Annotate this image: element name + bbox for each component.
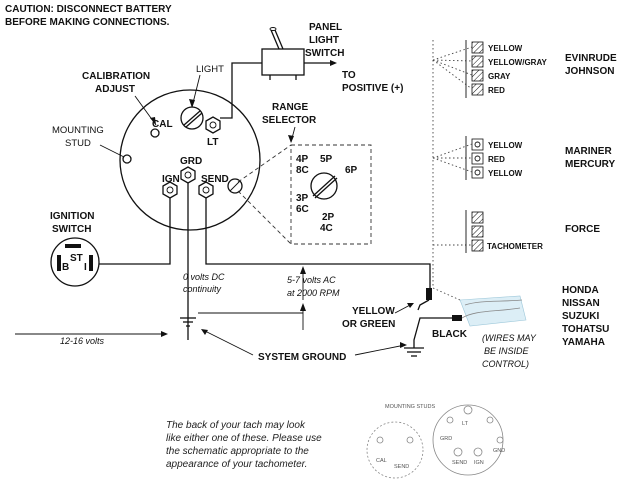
caution-line-2: BEFORE MAKING CONNECTIONS. [5, 17, 170, 28]
cal-stud-icon [150, 128, 160, 138]
thumb-left-send: SEND [394, 464, 409, 470]
wire-g1-1: YELLOW [488, 44, 523, 53]
panel-switch-label: SWITCH [305, 48, 344, 59]
light-label: LIGHT [196, 64, 224, 75]
range-6p: 6P [345, 165, 358, 176]
mariner-mercury-connectors [432, 136, 484, 180]
calibration-pot-icon [180, 106, 204, 130]
brand-mariner: MARINER [565, 146, 612, 157]
grd-terminal-icon [180, 166, 196, 184]
range-4c: 4C [320, 223, 333, 234]
wires-note-2: BE INSIDE [484, 346, 530, 356]
stud-label: STUD [65, 138, 91, 149]
thumb-mounting-studs: MOUNTING STUDS [385, 404, 435, 410]
brand-honda: HONDA [562, 285, 599, 296]
selector-label: SELECTOR [262, 115, 317, 126]
zero-volts-label: 0 volts DC [183, 272, 225, 282]
force-connectors [433, 210, 484, 253]
engine-harness-sketch-icon [459, 295, 527, 327]
evinrude-johnson-connectors [432, 40, 484, 98]
thumb-left-cal: CAL [376, 458, 387, 464]
wires-note-3: CONTROL) [482, 359, 529, 369]
mounting-stud-left-icon [122, 154, 132, 164]
lt-terminal-icon [205, 116, 221, 134]
ignition-switch-label: SWITCH [52, 224, 91, 235]
range-4p: 4P [296, 154, 309, 165]
panel-label: PANEL [309, 22, 342, 33]
black-connector-icon [452, 315, 462, 321]
thumb-right-send: SEND [452, 460, 467, 466]
ignition-label: IGNITION [50, 211, 94, 222]
brand-yamaha: YAMAHA [562, 337, 605, 348]
cal-label: CAL [152, 119, 173, 130]
footer-note-3: the schematic appropriate to the [166, 446, 309, 457]
brand-nissan: NISSAN [562, 298, 600, 309]
send-label: SEND [201, 174, 229, 185]
thumb-right-gnd: GND [493, 448, 505, 454]
ac-volts-label: 5-7 volts AC [287, 275, 336, 285]
rpm-label: at 2000 RPM [287, 288, 340, 298]
brand-mercury: MERCURY [565, 159, 616, 170]
wire-g1-2: YELLOW/GRAY [488, 58, 547, 67]
to-label: TO [342, 70, 356, 81]
range-2p: 2P [322, 212, 335, 223]
panel-light-label: LIGHT [309, 35, 339, 46]
twelve-volts-label: 12-16 volts [60, 336, 105, 346]
positive-label: POSITIVE (+) [342, 83, 403, 94]
range-6c: 6C [296, 204, 309, 215]
footer-note-1: The back of your tach may look [166, 420, 306, 431]
ground-symbol-icon [180, 317, 196, 327]
yellow-label: YELLOW [352, 306, 395, 317]
lt-label: LT [207, 137, 218, 148]
caution-line-1: CAUTION: DISCONNECT BATTERY [5, 4, 172, 15]
wires-note-1: (WIRES MAY [482, 333, 537, 343]
wire-g1-4: RED [488, 86, 505, 95]
thumb-right-ign: IGN [474, 460, 484, 466]
panel-light-switch-icon [261, 27, 305, 80]
brand-johnson: JOHNSON [565, 66, 614, 77]
ign-label: IGN [162, 174, 180, 185]
system-ground-label: SYSTEM GROUND [258, 352, 346, 363]
wire-g3-1: TACHOMETER [487, 242, 543, 251]
footer-note-4: appearance of your tachometer. [166, 459, 307, 470]
brand-tohatsu: TOHATSU [562, 324, 609, 335]
tachometer-back: CAL LT GRD IGN SEND [119, 89, 261, 231]
grd-label: GRD [180, 156, 202, 167]
brand-suzuki: SUZUKI [562, 311, 599, 322]
wire-g2-2: RED [488, 155, 505, 164]
range-3p: 3P [296, 193, 309, 204]
thumb-right-grd: GRD [440, 436, 452, 442]
ignition-b-label: B [62, 262, 69, 273]
black-label: BLACK [432, 329, 468, 340]
brand-force: FORCE [565, 224, 600, 235]
wire-g2-3: YELLOW [488, 169, 523, 178]
yellow-connector-icon [426, 288, 432, 300]
adjust-label: ADJUST [95, 84, 135, 95]
send-terminal-icon [198, 181, 214, 199]
wire-g1-3: GRAY [488, 72, 511, 81]
mounting-label: MOUNTING [52, 125, 104, 136]
footer-note-2: like either one of these. Please use [166, 433, 322, 444]
ign-terminal-icon [162, 181, 178, 199]
range-label: RANGE [272, 102, 308, 113]
ignition-st-label: ST [70, 253, 83, 264]
thumb-right-lt: LT [462, 421, 469, 427]
ignition-switch-icon: ST B I [50, 237, 100, 287]
tach-back-thumbnails: MOUNTING STUDS CAL SEND LT SEND IGN GRD … [366, 404, 505, 479]
wire-g2-1: YELLOW [488, 141, 523, 150]
ignition-i-label: I [84, 262, 87, 273]
calibration-label: CALIBRATION [82, 71, 150, 82]
black-ground-symbol-icon [404, 347, 424, 357]
range-5p: 5P [320, 154, 333, 165]
range-selector-detail: 4P 5P 8C 6P 3P 6C 2P 4C [237, 144, 372, 245]
continuity-label: continuity [183, 284, 222, 294]
brand-evinrude: EVINRUDE [565, 53, 617, 64]
or-green-label: OR GREEN [342, 319, 395, 330]
range-selector-screw-icon [227, 178, 243, 194]
range-8c: 8C [296, 165, 309, 176]
